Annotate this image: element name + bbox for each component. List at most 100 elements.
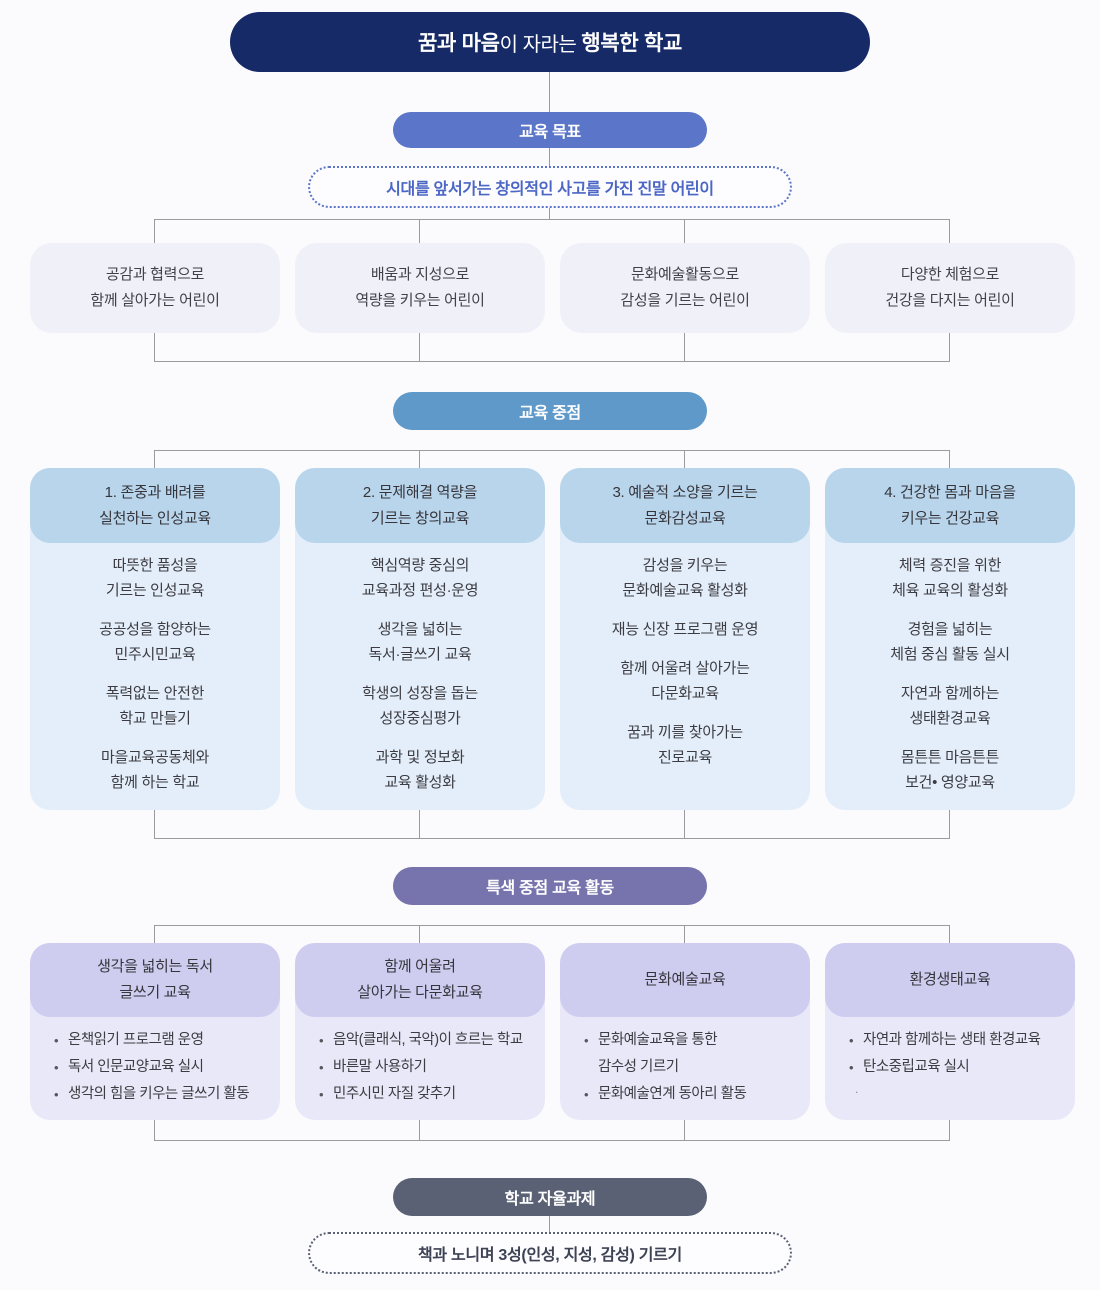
focus-header-line: 4. 건강한 몸과 마음을 — [884, 483, 1016, 501]
special-column-bullets: 자연과 함께하는 생태 환경교육 탄소중립교육 실시 — [825, 1017, 1075, 1081]
connector-stub — [949, 925, 950, 943]
connector-stub — [419, 925, 420, 943]
connector-stub — [154, 1120, 155, 1140]
education-goal-pill: 교육 목표 — [393, 112, 707, 148]
special-column-header: 생각을 넓히는 독서 글쓰기 교육 — [30, 943, 280, 1017]
connector-stub — [419, 333, 420, 361]
connector-stub — [154, 333, 155, 361]
connector-goals-bottom — [154, 361, 950, 362]
school-autonomy-pill: 학교 자율과제 — [393, 1178, 707, 1216]
focus-header-line: 실천하는 인성교육 — [99, 509, 211, 527]
focus-column-header: 4. 건강한 몸과 마음을 키우는 건강교육 — [825, 468, 1075, 543]
autonomy-task-statement: 책과 노니며 3성(인성, 지성, 감성) 기르기 — [308, 1232, 792, 1274]
bullet-item: 문화예술연계 동아리 활동 — [584, 1081, 802, 1108]
special-column-bullets: 음악(클래식, 국악)이 흐르는 학교 바른말 사용하기 민주시민 자질 갖추기 — [295, 1017, 545, 1108]
special-activities-pill: 특색 중점 교육 활동 — [393, 867, 707, 905]
connector-branch-top — [154, 219, 950, 220]
goal-line: 함께 살아가는 어린이 — [90, 292, 220, 309]
goal-box-health: 다양한 체험으로 건강을 다지는 어린이 — [825, 243, 1075, 333]
connector-goal-pill-to-vision — [549, 148, 550, 166]
special-header-line: 문화예술교육 — [644, 971, 726, 988]
goal-line: 건강을 다지는 어린이 — [885, 292, 1015, 309]
connector-stub — [949, 810, 950, 838]
connector-stub — [684, 450, 685, 468]
focus-header-line: 기르는 창의교육 — [370, 509, 470, 527]
stray-dot: . — [855, 1082, 859, 1096]
motto-text: 행복한 학교 — [581, 32, 682, 55]
special-header-line: 생각을 넓히는 독서 — [97, 958, 213, 975]
bullet-item: 독서 인문교양교육 실시 — [54, 1054, 272, 1081]
special-header-line: 살아가는 다문화교육 — [357, 984, 483, 1001]
education-focus-pill: 교육 중점 — [393, 392, 707, 430]
special-header-line: 함께 어울려 — [384, 958, 456, 975]
connector-stub — [154, 810, 155, 838]
special-column-bullets: 온책읽기 프로그램 운영 독서 인문교양교육 실시 생각의 힘을 키우는 글쓰기… — [30, 1017, 280, 1108]
focus-column-header: 1. 존중과 배려를 실천하는 인성교육 — [30, 468, 280, 543]
connector-stub — [949, 1120, 950, 1140]
focus-column-header: 2. 문제해결 역량을 기르는 창의교육 — [295, 468, 545, 543]
special-column-header: 함께 어울려 살아가는 다문화교육 — [295, 943, 545, 1017]
connector-stub — [949, 333, 950, 361]
bullet-item: 탄소중립교육 실시 — [849, 1054, 1067, 1081]
connector-title-to-goal-pill — [549, 72, 550, 112]
goal-box-empathy: 공감과 협력으로 함께 살아가는 어린이 — [30, 243, 280, 333]
focus-header-line: 키우는 건강교육 — [900, 509, 1000, 527]
bullet-item: 자연과 함께하는 생태 환경교육 — [849, 1027, 1067, 1054]
connector-stub — [419, 450, 420, 468]
focus-header-line: 3. 예술적 소양을 기르는 — [612, 483, 758, 501]
focus-header-line: 1. 존중과 배려를 — [104, 483, 206, 501]
special-column-reading-writing: 생각을 넓히는 독서 글쓰기 교육 온책읽기 프로그램 운영 독서 인문교양교육… — [30, 943, 280, 1120]
connector-stub — [154, 450, 155, 468]
connector-stub — [154, 219, 155, 243]
connector-stub — [419, 810, 420, 838]
connector-stub — [684, 1120, 685, 1140]
special-header-line: 글쓰기 교육 — [119, 984, 191, 1001]
connector-stub — [419, 219, 420, 243]
goal-box-learning: 배움과 지성으로 역량을 키우는 어린이 — [295, 243, 545, 333]
goal-line: 감성을 기르는 어린이 — [620, 292, 750, 309]
vision-statement: 시대를 앞서가는 창의적인 사고를 가진 진말 어린이 — [308, 166, 792, 208]
bullet-item: 민주시민 자질 갖추기 — [319, 1081, 537, 1108]
focus-column-header: 3. 예술적 소양을 기르는 문화감성교육 — [560, 468, 810, 543]
bullet-item: 생각의 힘을 키우는 글쓰기 활동 — [54, 1081, 272, 1108]
bullet-item: 음악(클래식, 국악)이 흐르는 학교 — [319, 1027, 537, 1054]
connector-stub — [154, 925, 155, 943]
goal-line: 다양한 체험으로 — [900, 266, 1000, 283]
bullet-item: 온책읽기 프로그램 운영 — [54, 1027, 272, 1054]
focus-header-line: 2. 문제해결 역량을 — [362, 483, 478, 501]
special-column-header: 환경생태교육 — [825, 943, 1075, 1017]
connector-stub — [684, 810, 685, 838]
focus-item: 재능 신장 프로그램 운영 — [611, 621, 759, 638]
connector-autonomy-to-task — [549, 1216, 550, 1232]
goal-line: 배움과 지성으로 — [370, 266, 470, 283]
goal-box-culture: 문화예술활동으로 감성을 기르는 어린이 — [560, 243, 810, 333]
focus-header-line: 문화감성교육 — [644, 509, 726, 527]
bullet-item: 바른말 사용하기 — [319, 1054, 537, 1081]
connector-stub — [419, 1120, 420, 1140]
special-column-header: 문화예술교육 — [560, 943, 810, 1017]
